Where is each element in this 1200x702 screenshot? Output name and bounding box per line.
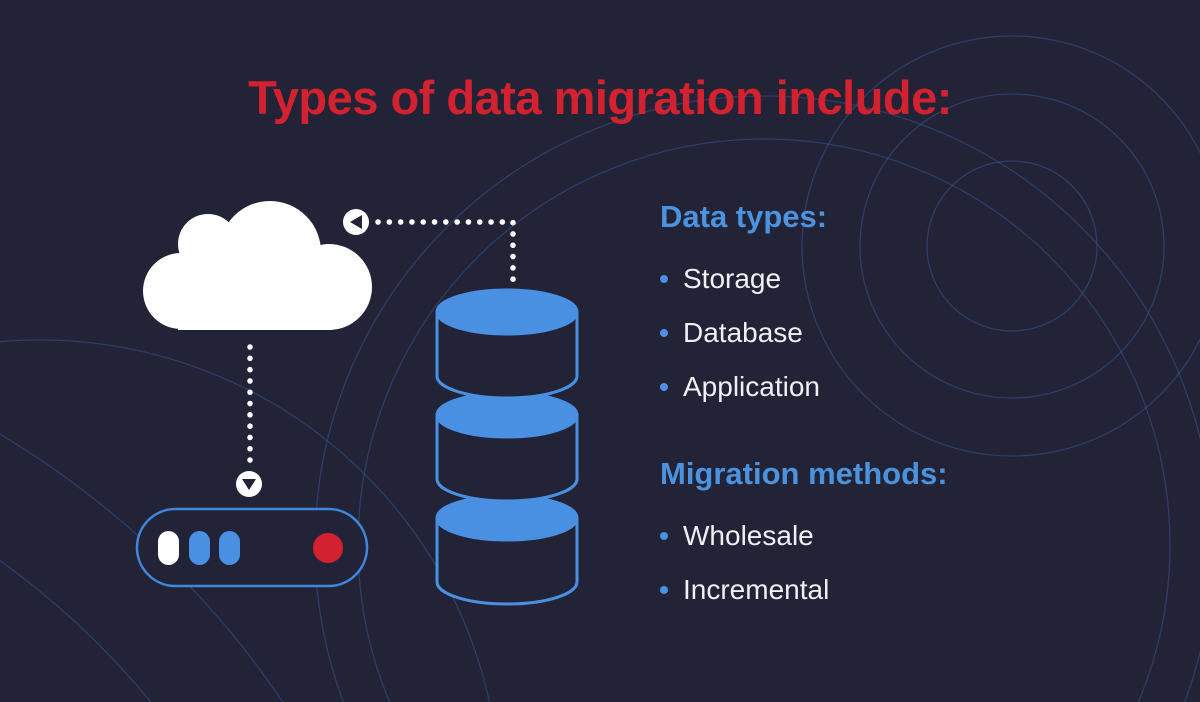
migration-methods-list: Wholesale Incremental [660, 519, 948, 607]
arrow-left-icon [343, 209, 369, 235]
dotted-flow-line [247, 219, 516, 467]
list-item: Database [660, 316, 827, 350]
list-item: Wholesale [660, 519, 948, 553]
bullet-dot [660, 532, 668, 540]
data-types-list: Storage Database Application [660, 262, 827, 404]
migration-methods-heading: Migration methods: [660, 456, 948, 491]
server-light-blue-1 [189, 531, 210, 565]
bullet-dot [660, 586, 668, 594]
data-types-section: Data types: Storage Database Application [660, 198, 827, 424]
data-types-heading: Data types: [660, 199, 828, 234]
arrow-down-icon [236, 471, 262, 497]
list-item: Application [660, 370, 827, 404]
list-item-label: Database [683, 317, 803, 348]
page-title: Types of data migration include: [248, 71, 952, 124]
list-item: Incremental [660, 573, 948, 607]
server-light-red [313, 533, 343, 563]
bullet-dot [660, 329, 668, 337]
server-icon [135, 507, 369, 588]
server-light-blue-2 [219, 531, 240, 565]
list-item-label: Storage [683, 263, 782, 294]
server-light-white [158, 531, 179, 565]
database-stack-icon [435, 288, 579, 606]
list-item-label: Incremental [683, 574, 830, 605]
list-item-label: Wholesale [683, 520, 814, 551]
bullet-dot [660, 275, 668, 283]
list-item-label: Application [683, 371, 820, 402]
bullet-dot [660, 383, 668, 391]
cloud-icon [143, 201, 372, 330]
migration-methods-section: Migration methods: Wholesale Incremental [660, 455, 948, 627]
list-item: Storage [660, 262, 827, 296]
